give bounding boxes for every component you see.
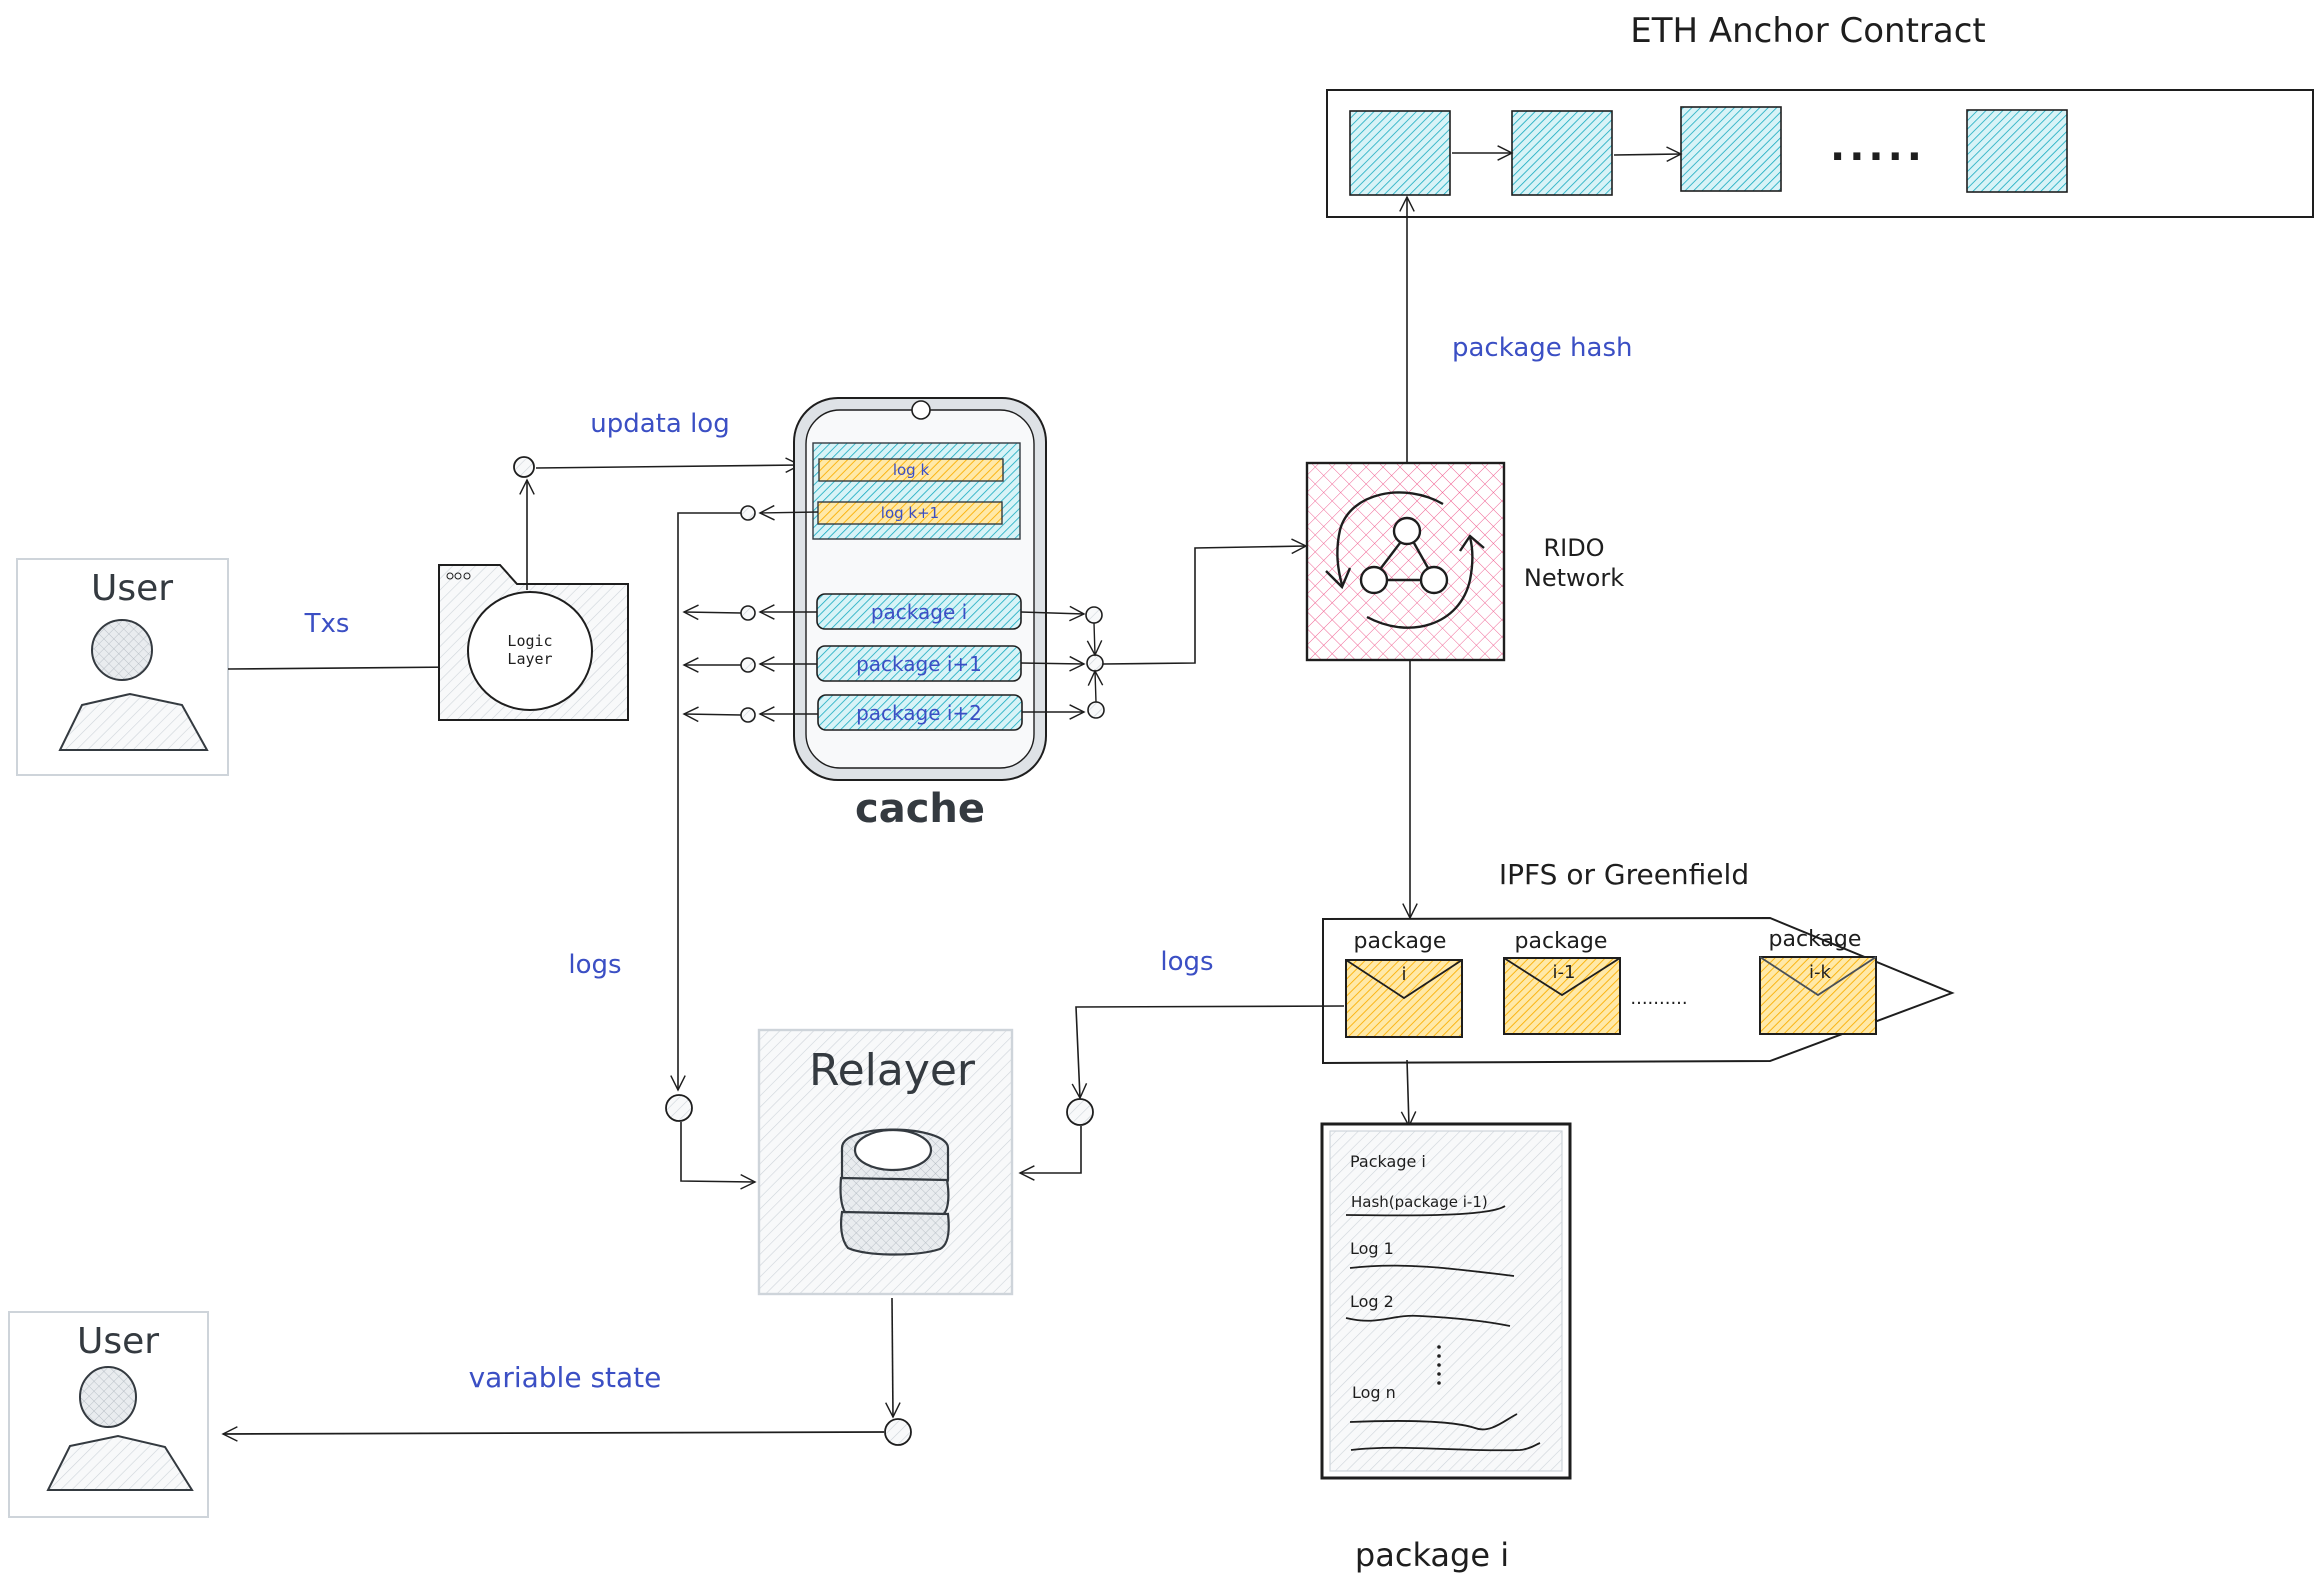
phone-camera-icon — [911, 400, 931, 420]
storage-package-index: i-k — [1809, 962, 1831, 983]
envelope-icon[interactable] — [1759, 956, 1877, 1035]
storage-package-label: package — [1354, 929, 1447, 954]
doc-underline — [1350, 1442, 1541, 1452]
network-sync-icon — [1325, 491, 1485, 629]
logic-layer-node — [467, 591, 593, 711]
user-bottom-label: User — [77, 1321, 159, 1362]
window-dots-icon — [446, 572, 471, 580]
package-hash-label: package hash — [1452, 333, 1632, 363]
block-link-arrow — [1613, 146, 1683, 163]
anchor-block — [1349, 110, 1451, 196]
storage-title: IPFS or Greenfield — [1499, 858, 1749, 891]
junction-node — [740, 605, 756, 621]
doc-underline — [1349, 1413, 1518, 1431]
junction-node — [740, 707, 756, 723]
package-document[interactable]: Package i Hash(package i-1) Log 1 Log 2 … — [1320, 1122, 1572, 1480]
merge-arrow — [1087, 669, 1104, 703]
cache-log-item[interactable] — [817, 501, 1003, 525]
envelope-icon[interactable] — [1503, 957, 1621, 1035]
cache-log-label: log k+1 — [881, 504, 939, 522]
cache-label: cache — [855, 786, 985, 832]
junction-node — [665, 1094, 693, 1122]
package-doc-log: Log n — [1352, 1383, 1396, 1402]
eth-anchor-contract[interactable]: ..... — [1326, 89, 2314, 218]
cache-to-rido-arrow — [1102, 538, 1308, 665]
variable-state-arrow — [221, 1426, 885, 1442]
doc-underline — [1345, 1314, 1511, 1327]
cache-package-label: package i+2 — [856, 701, 982, 725]
package-out-right-arrow — [1020, 605, 1086, 622]
junction-node — [740, 657, 756, 673]
package-out-left-arrow — [682, 706, 742, 723]
database-icon — [839, 1128, 950, 1256]
cache-package-label: package i — [871, 600, 967, 624]
storage-to-doc-arrow — [1400, 1059, 1417, 1128]
cache-package-label: package i+1 — [856, 652, 982, 676]
junction-node — [1087, 701, 1105, 719]
package-doc-hash: Hash(package i-1) — [1351, 1193, 1488, 1211]
update-log-label: updata log — [590, 409, 729, 439]
update-log-arrow — [535, 457, 802, 474]
to-relayer-left-arrow — [680, 1122, 757, 1190]
logs-to-relayer-line — [670, 512, 741, 1092]
logs-left-label: logs — [568, 950, 621, 980]
anchor-block — [1680, 106, 1782, 192]
relayer[interactable]: Relayer — [757, 1028, 1014, 1296]
storage-package-index: i-1 — [1553, 962, 1576, 983]
rido-label-line2: Network — [1524, 564, 1624, 592]
cache[interactable]: log k log k+1 package i package i+1 pack… — [793, 397, 1047, 781]
cache-log-label: log k — [893, 461, 930, 479]
junction-node — [740, 505, 756, 521]
doc-underline — [1345, 1205, 1506, 1217]
storage-package-label: package — [1769, 927, 1862, 952]
anchor-block — [1966, 109, 2068, 193]
eth-contract-title: ETH Anchor Contract — [1630, 11, 1986, 51]
user-icon — [46, 1366, 194, 1491]
rido-network[interactable] — [1305, 461, 1506, 662]
merge-arrow — [1086, 622, 1103, 657]
storage-package-index: i — [1401, 964, 1406, 985]
txs-arrow — [227, 659, 460, 675]
junction-node — [1066, 1098, 1094, 1126]
user-bottom[interactable]: User — [8, 1311, 209, 1518]
doc-underline — [1349, 1264, 1515, 1277]
package-doc-log: Log 2 — [1350, 1292, 1394, 1311]
storage-logs-line — [1071, 1005, 1345, 1100]
logic-layer-label-line2: Layer — [507, 650, 552, 668]
user-icon — [58, 619, 209, 751]
package-out-right-arrow — [1020, 655, 1086, 672]
user-top[interactable]: User — [16, 558, 229, 776]
junction-node — [1085, 606, 1103, 624]
logs-right-label: logs — [1160, 947, 1213, 977]
txs-label: Txs — [304, 609, 350, 639]
to-relayer-right-arrow — [1018, 1126, 1082, 1181]
vertical-ellipsis-icon — [1437, 1345, 1441, 1385]
logic-layer-label-line1: Logic — [507, 632, 552, 650]
relayer-down-arrow — [885, 1297, 901, 1419]
storage-layer[interactable]: package i package i-1 .......... package… — [1322, 916, 1955, 1065]
storage-package-label: package — [1515, 929, 1608, 954]
junction-node — [884, 1418, 912, 1446]
package-doc-log: Log 1 — [1350, 1239, 1394, 1258]
junction-node — [513, 456, 535, 478]
rido-label-line1: RIDO — [1543, 534, 1604, 562]
junction-node — [1086, 654, 1104, 672]
envelope-icon[interactable] — [1345, 959, 1463, 1038]
log-out-arrow — [758, 504, 819, 521]
cache-log-item[interactable] — [818, 458, 1004, 482]
variable-state-label: variable state — [469, 1361, 662, 1394]
package-doc-title: Package i — [1350, 1152, 1426, 1171]
anchor-block — [1511, 110, 1613, 196]
relayer-label: Relayer — [809, 1045, 976, 1096]
package-doc-caption: package i — [1355, 1536, 1509, 1574]
user-top-label: User — [91, 568, 173, 609]
package-out-left-arrow — [682, 604, 742, 621]
logic-layer[interactable]: Logic Layer — [438, 564, 629, 721]
anchor-ellipsis: ..... — [1830, 124, 1926, 170]
storage-ellipsis: .......... — [1630, 988, 1687, 1009]
